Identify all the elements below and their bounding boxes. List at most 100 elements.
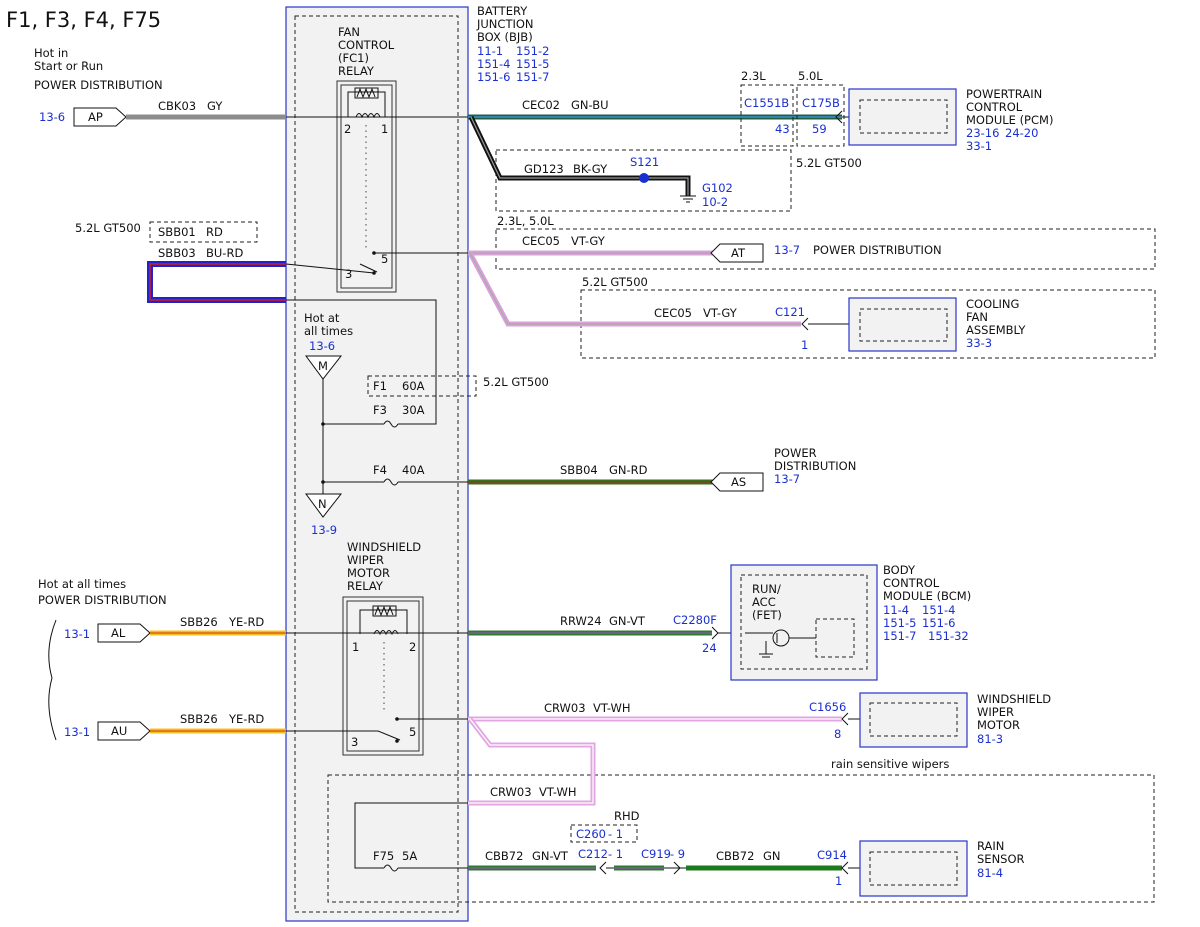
f1-box xyxy=(367,375,477,397)
bcm-logic-box xyxy=(815,618,855,658)
al-connector xyxy=(97,623,151,643)
g102-page: 10-2 xyxy=(702,195,728,209)
sbb26-b-color: YE-RD xyxy=(228,712,264,726)
gd123-label: GD123 xyxy=(524,162,564,176)
sbb03-color: BU-RD xyxy=(206,246,243,260)
bjb-ref-2: 151-2 xyxy=(516,44,549,58)
cbk03-label: CBK03 xyxy=(158,99,196,113)
fan-relay-pin-1: 1 xyxy=(381,122,388,136)
pcm-label-1: POWERTRAIN xyxy=(966,87,1042,101)
bjb-title-1: BATTERY xyxy=(477,4,528,18)
wiper-motor-relay: WINDSHIELD WIPER MOTOR RELAY 1 2 3 5 xyxy=(342,540,424,756)
as-dest-2: DISTRIBUTION xyxy=(774,459,856,473)
rain-sensor-label-1: RAIN xyxy=(977,839,1004,853)
hot-run-label-2: Start or Run xyxy=(34,59,103,73)
fan-relay-outer xyxy=(336,80,397,293)
wiper-relay-resistor xyxy=(372,605,397,617)
fan-relay-label-1: FAN xyxy=(338,25,360,39)
bcm-inner xyxy=(740,574,868,670)
c1656-label: C1656 xyxy=(809,700,846,714)
c212-label: C212 xyxy=(578,847,608,861)
cec02-label: CEC02 xyxy=(522,98,560,112)
al-page: 13-1 xyxy=(64,627,90,641)
bjb-ref-5: 151-6 xyxy=(477,70,510,84)
fan-relay-pin-5: 5 xyxy=(381,252,388,266)
wiper-relay-coil-wire xyxy=(359,609,408,634)
c175b-label: C175B xyxy=(802,96,840,110)
c1656-pin-arrow xyxy=(841,712,849,726)
fan-label-2: FAN xyxy=(966,310,988,324)
c2280f-pin-arrow xyxy=(711,626,719,640)
wiper-motor-label-3: MOTOR xyxy=(977,718,1020,732)
sbb26-a-color: YE-RD xyxy=(228,615,264,629)
bus-n-label: N xyxy=(318,497,327,511)
as-connector-label: AS xyxy=(731,475,746,489)
fan-label-1: COOLING xyxy=(966,297,1019,311)
wiper-relay-label-4: RELAY xyxy=(347,579,384,593)
sbb-circuit: 5.2L GT500 SBB01 RD SBB03 BU-RD xyxy=(75,221,437,425)
crw03-a-color: VT-WH xyxy=(593,701,631,715)
as-dest-1: POWER xyxy=(774,446,817,460)
wiper-relay-pin-2: 2 xyxy=(409,640,416,654)
wiper-relay-pin-1: 1 xyxy=(352,640,359,654)
c914-pin-arrow xyxy=(841,861,849,875)
c914-pin: 1 xyxy=(835,874,842,888)
wiper-relay-label-3: MOTOR xyxy=(347,566,390,580)
rain-sensor-circuit: rain sensitive wipers CRW03 VT-WH F75 5A… xyxy=(327,717,1155,903)
c919-label: C919 xyxy=(641,847,671,861)
cbk03-color: GY xyxy=(207,99,223,113)
fet-label-1: RUN/ xyxy=(752,582,781,596)
pcm-module xyxy=(848,88,957,146)
al-connector-label: AL xyxy=(111,626,126,640)
f1-label: F1 xyxy=(373,379,387,393)
battery-junction-box: BATTERY JUNCTION BOX (BJB) 11-1 151-2 15… xyxy=(285,4,549,922)
bjb-outline xyxy=(285,6,469,922)
f75-label: F75 xyxy=(373,849,394,863)
hot-page: 13-6 xyxy=(309,339,335,353)
at-destination: POWER DISTRIBUTION xyxy=(813,243,942,257)
pcm-label-3: MODULE (PCM) xyxy=(966,113,1053,127)
bjb-inner-outline xyxy=(294,15,459,913)
cooling-fan-module xyxy=(848,297,957,352)
c260-pin: - 1 xyxy=(608,827,623,841)
hot-label-2: all times xyxy=(304,324,353,338)
bcm-ref-1: 11-4 xyxy=(883,603,909,617)
au-connector xyxy=(97,721,151,741)
rain-sensor-page: 81-4 xyxy=(977,866,1003,880)
c121-label: C121 xyxy=(775,305,805,319)
at-circuit: 2.3L, 5.0L CEC05 VT-GY AT 13-7 POWER DIS… xyxy=(467,214,1156,359)
wiper-relay-pin-5: 5 xyxy=(409,725,416,739)
pcm-ref-1: 23-16 xyxy=(966,126,999,140)
f75-rating: 5A xyxy=(402,849,417,863)
fan-relay-label-2: CONTROL xyxy=(338,38,395,52)
hot-run-label-3: POWER DISTRIBUTION xyxy=(34,78,163,92)
pcm-inner xyxy=(859,99,948,134)
wiper-relay-switch-blade xyxy=(377,730,401,741)
sbb26-a-label: SBB26 xyxy=(180,615,218,629)
cbb72-b-color: GN xyxy=(763,849,781,863)
wire-crw03-b-stripe xyxy=(468,718,594,804)
bcm-module xyxy=(730,564,878,681)
wiper-motor-label-1: WINDSHIELD xyxy=(977,692,1051,706)
pcm-ref-3: 33-1 xyxy=(966,139,992,153)
f4-fuse-icon xyxy=(383,478,399,486)
wiper-relay-outer xyxy=(342,596,424,756)
crw03-b-color: VT-WH xyxy=(539,785,577,799)
fan-relay-label-3: (FC1) xyxy=(338,51,369,65)
c260-box xyxy=(570,824,638,843)
bcm-ref-4: 151-6 xyxy=(922,616,955,630)
wiper-motor-inner xyxy=(869,702,958,737)
wire-sbb03 xyxy=(147,261,286,303)
variant-23l: 2.3L xyxy=(741,69,766,83)
left-brace xyxy=(48,619,57,741)
crw03-a-label: CRW03 xyxy=(544,701,586,715)
pcm-ref-2: 24-20 xyxy=(1005,126,1038,140)
gd123-color: BK-GY xyxy=(573,162,608,176)
c212-pin: - 1 xyxy=(608,847,623,861)
bjb-ref-4: 151-5 xyxy=(516,57,549,71)
bcm-ref-2: 151-4 xyxy=(922,603,955,617)
f3-feed-wire xyxy=(286,299,437,425)
rrw24-color: GN-VT xyxy=(609,614,646,628)
cbb72-a-color: GN-VT xyxy=(532,849,569,863)
